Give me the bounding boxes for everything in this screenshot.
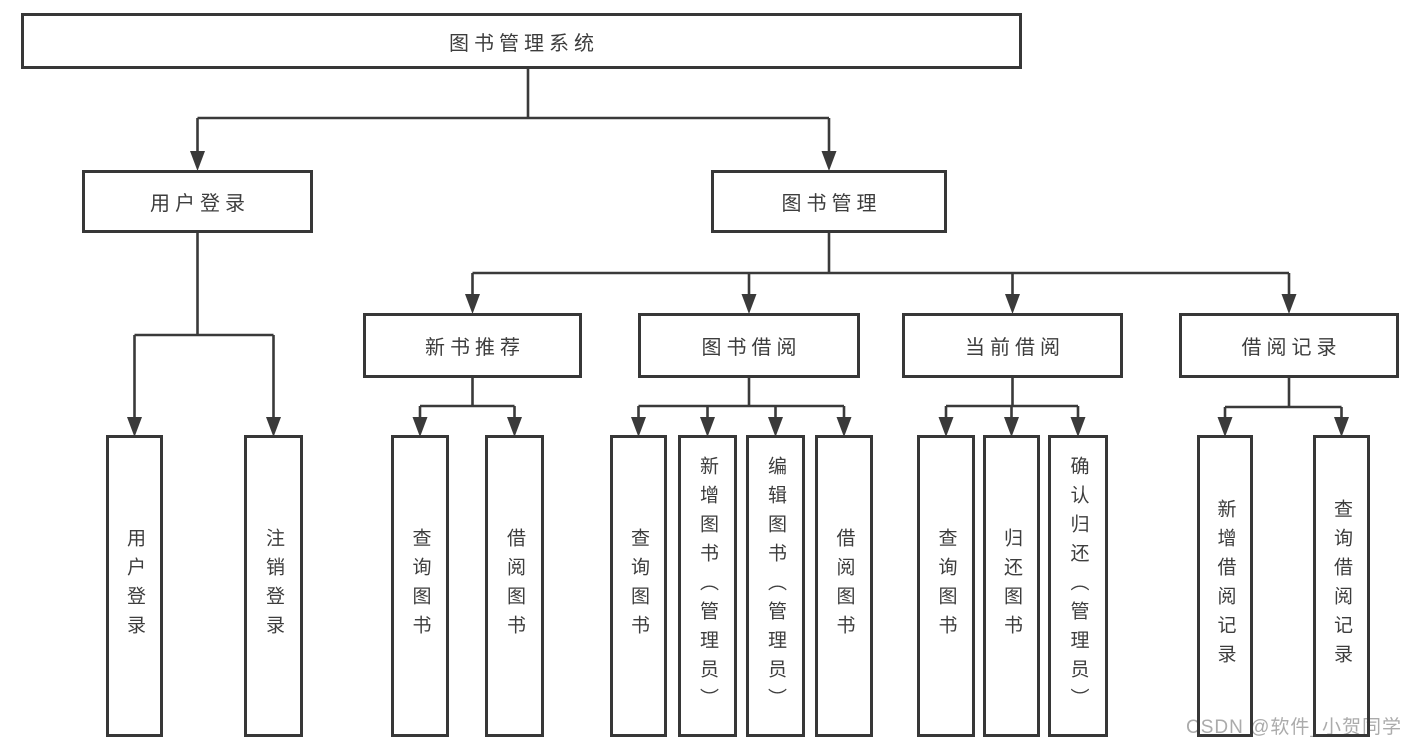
node-user-login: 用户登录 [82,170,313,233]
leaf-records-query-record: 查询借阅记录 [1313,435,1370,737]
leaf-current-return-books: 归还图书 [983,435,1040,737]
node-root-library-system: 图书管理系统 [21,13,1022,69]
connector-borrow-records [1223,378,1343,419]
leaf-borrow-edit-books-admin: 编辑图书（管理员） [746,435,805,737]
node-borrow-records: 借阅记录 [1179,313,1399,378]
node-current-borrow: 当前借阅 [902,313,1123,378]
connector-user-login [133,233,275,419]
csdn-watermark: CSDN @软件_小贺同学 [1186,717,1402,738]
leaf-borrow-query-books: 查询图书 [610,435,667,737]
leaf-current-confirm-return-admin: 确认归还（管理员） [1048,435,1108,737]
connector-current-borrow [944,378,1080,419]
connector-book-borrow [637,378,846,419]
leaf-current-query-books: 查询图书 [917,435,975,737]
connector-book-management [471,233,1291,296]
leaf-borrow-borrow-books: 借阅图书 [815,435,873,737]
node-book-management: 图书管理 [711,170,947,233]
connector-new-books [418,378,516,419]
leaf-newbooks-query-books: 查询图书 [391,435,449,737]
leaf-user-login: 用户登录 [106,435,163,737]
leaf-logout: 注销登录 [244,435,303,737]
node-new-book-recommend: 新书推荐 [363,313,582,378]
connector-root [196,69,831,153]
leaf-borrow-add-books-admin: 新增图书（管理员） [678,435,737,737]
leaf-records-add-record: 新增借阅记录 [1197,435,1253,737]
leaf-newbooks-borrow-books: 借阅图书 [485,435,544,737]
node-book-borrow: 图书借阅 [638,313,860,378]
